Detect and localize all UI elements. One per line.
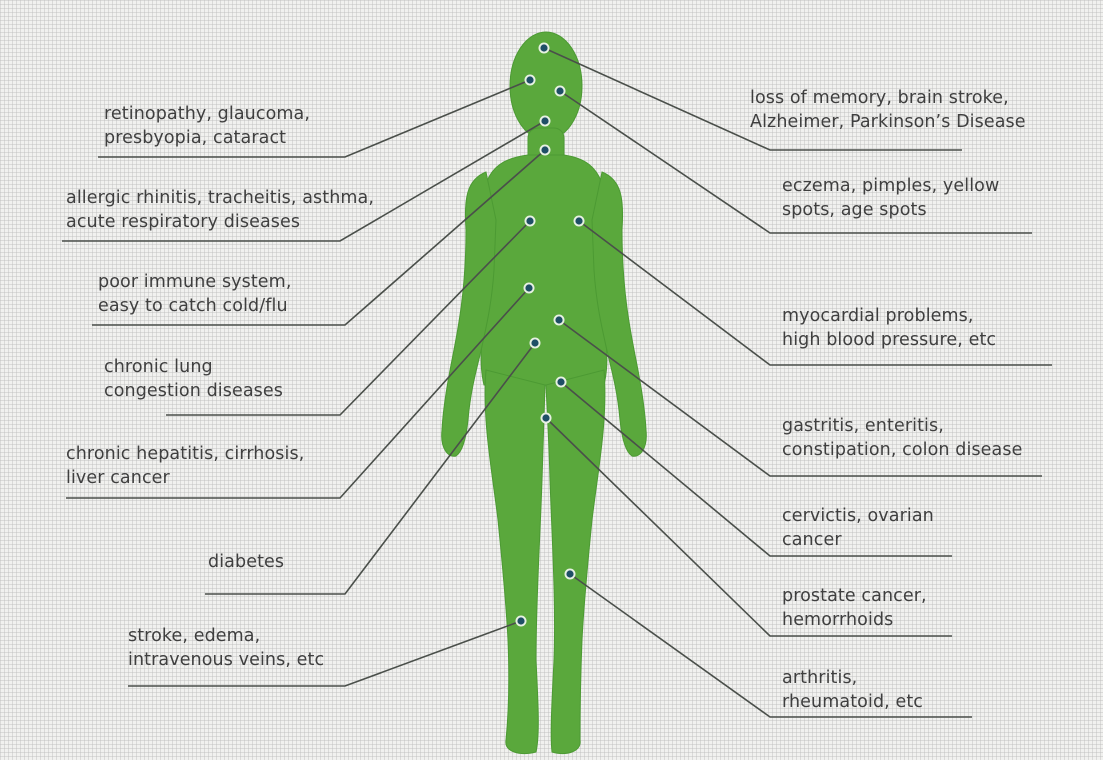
label-stroke-edema-line2: intravenous veins, etc — [128, 648, 324, 672]
label-retinopathy: retinopathy, glaucoma, presbyopia, catar… — [104, 102, 310, 150]
label-stroke-edema-line1: stroke, edema, — [128, 624, 324, 648]
label-eczema: eczema, pimples, yellow spots, age spots — [782, 174, 999, 222]
organ-dot-retinopathy — [526, 76, 533, 83]
organ-dot-diabetes — [531, 339, 538, 346]
organ-dot-myocardial — [575, 217, 582, 224]
label-allergic-line1: allergic rhinitis, tracheitis, asthma, — [66, 186, 374, 210]
label-hepatitis-line2: liver cancer — [66, 466, 304, 490]
label-hepatitis-line1: chronic hepatitis, cirrhosis, — [66, 442, 304, 466]
label-cervictis-line2: cancer — [782, 528, 934, 552]
label-diabetes: diabetes — [208, 550, 284, 574]
label-hepatitis: chronic hepatitis, cirrhosis, liver canc… — [66, 442, 304, 490]
label-cervictis-line1: cervictis, ovarian — [782, 504, 934, 528]
label-memory-line1: loss of memory, brain stroke, — [750, 86, 1026, 110]
organ-dot-arthritis — [566, 570, 573, 577]
label-immune-line1: poor immune system, — [98, 270, 291, 294]
organ-dot-prostate — [542, 414, 549, 421]
label-retinopathy-line1: retinopathy, glaucoma, — [104, 102, 310, 126]
label-immune-line2: easy to catch cold/flu — [98, 294, 291, 318]
label-cervictis: cervictis, ovarian cancer — [782, 504, 934, 552]
label-lung-line2: congestion diseases — [104, 379, 283, 403]
label-gastritis-line1: gastritis, enteritis, — [782, 414, 1022, 438]
organ-dot-allergic — [541, 117, 548, 124]
label-gastritis-line2: constipation, colon disease — [782, 438, 1022, 462]
organ-dot-stroke — [517, 617, 524, 624]
label-diabetes-line1: diabetes — [208, 550, 284, 574]
label-eczema-line2: spots, age spots — [782, 198, 999, 222]
label-lung-line1: chronic lung — [104, 355, 283, 379]
label-allergic-line2: acute respiratory diseases — [66, 210, 374, 234]
label-prostate: prostate cancer, hemorrhoids — [782, 584, 927, 632]
organ-dot-gastritis — [555, 316, 562, 323]
label-prostate-line1: prostate cancer, — [782, 584, 927, 608]
label-stroke-edema: stroke, edema, intravenous veins, etc — [128, 624, 324, 672]
label-memory-line2: Alzheimer, Parkinson’s Disease — [750, 110, 1026, 134]
label-prostate-line2: hemorrhoids — [782, 608, 927, 632]
label-arthritis-line1: arthritis, — [782, 666, 923, 690]
left-leg-shape — [485, 370, 545, 754]
label-arthritis-line2: rheumatoid, etc — [782, 690, 923, 714]
label-gastritis: gastritis, enteritis, constipation, colo… — [782, 414, 1022, 462]
label-arthritis: arthritis, rheumatoid, etc — [782, 666, 923, 714]
organ-dot-lung — [526, 217, 533, 224]
organ-dot-immune — [541, 146, 548, 153]
label-lung: chronic lung congestion diseases — [104, 355, 283, 403]
organ-dot-memory — [540, 44, 547, 51]
label-myocardial-line1: myocardial problems, — [782, 304, 996, 328]
label-myocardial-line2: high blood pressure, etc — [782, 328, 996, 352]
label-immune: poor immune system, easy to catch cold/f… — [98, 270, 291, 318]
label-memory: loss of memory, brain stroke, Alzheimer,… — [750, 86, 1026, 134]
organ-dot-cervictis — [557, 378, 564, 385]
label-eczema-line1: eczema, pimples, yellow — [782, 174, 999, 198]
organ-dot-hepatitis — [525, 284, 532, 291]
organ-dot-eczema — [556, 87, 563, 94]
label-allergic: allergic rhinitis, tracheitis, asthma, a… — [66, 186, 374, 234]
human-body-silhouette — [442, 32, 647, 754]
label-myocardial: myocardial problems, high blood pressure… — [782, 304, 996, 352]
label-retinopathy-line2: presbyopia, cataract — [104, 126, 310, 150]
